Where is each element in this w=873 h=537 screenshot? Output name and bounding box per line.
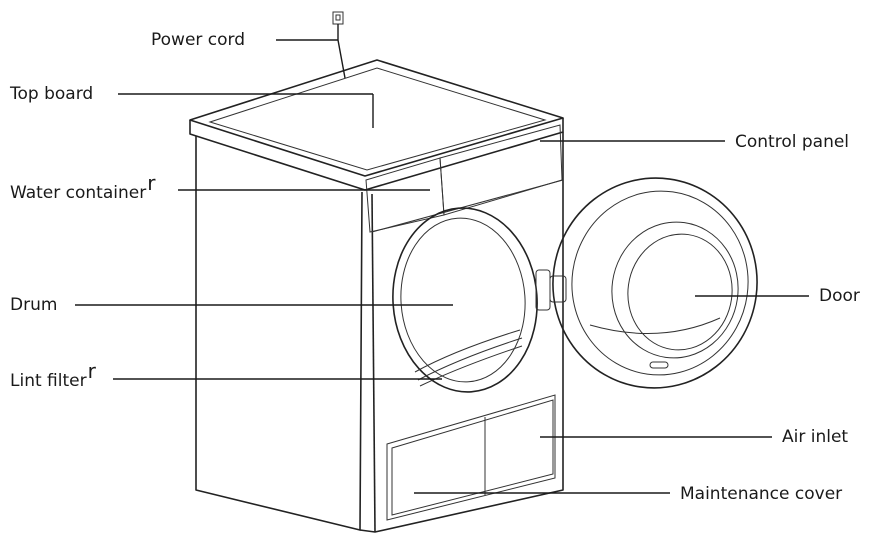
label-lint-filter: Lint filterr — [10, 361, 96, 391]
label-water-container: Water containerr — [10, 173, 155, 203]
label-top-board: Top board — [10, 84, 94, 104]
drum-opening — [392, 207, 567, 393]
label-air-inlet: Air inlet — [782, 427, 849, 447]
label-drum: Drum — [10, 295, 58, 315]
label-maintenance-cover: Maintenance cover — [680, 484, 843, 504]
leader-lines — [75, 24, 809, 494]
label-power-cord: Power cord — [151, 30, 246, 50]
water-container-text: Water container — [10, 183, 147, 203]
lint-filter-text: Lint filter — [10, 371, 87, 391]
bottom-panels — [386, 394, 556, 521]
dryer-body — [189, 59, 564, 533]
power-cord-icon — [332, 11, 344, 25]
lint-filter-mark: r — [87, 359, 96, 383]
water-container-mark: r — [147, 171, 156, 195]
label-control-panel: Control panel — [735, 132, 850, 152]
open-door — [552, 177, 758, 389]
label-door: Door — [819, 286, 860, 306]
